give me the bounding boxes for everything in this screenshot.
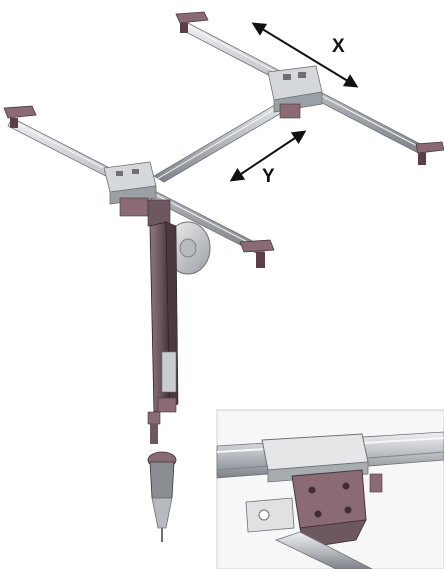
y-axis-arrow: [229, 130, 307, 182]
end-foot: [10, 118, 18, 128]
end-plate: [175, 11, 209, 24]
rear-carriage: [267, 65, 323, 119]
end-foot: [180, 23, 188, 33]
z-column: [149, 221, 179, 413]
end-plate: [239, 239, 275, 253]
x-axis-label: X: [332, 36, 345, 57]
front-carriage: [103, 161, 171, 227]
end-plate: [415, 141, 444, 154]
end-foot: [418, 153, 426, 165]
y-axis-label: Y: [262, 166, 275, 187]
y-axis-indicator: Y: [229, 130, 307, 187]
end-plate: [3, 105, 37, 119]
detail-inset: [216, 409, 444, 569]
tool-spindle: [147, 411, 177, 542]
x-axis-indicator: X: [251, 22, 359, 88]
end-foot: [256, 252, 265, 268]
x-axis-arrow: [251, 22, 359, 88]
